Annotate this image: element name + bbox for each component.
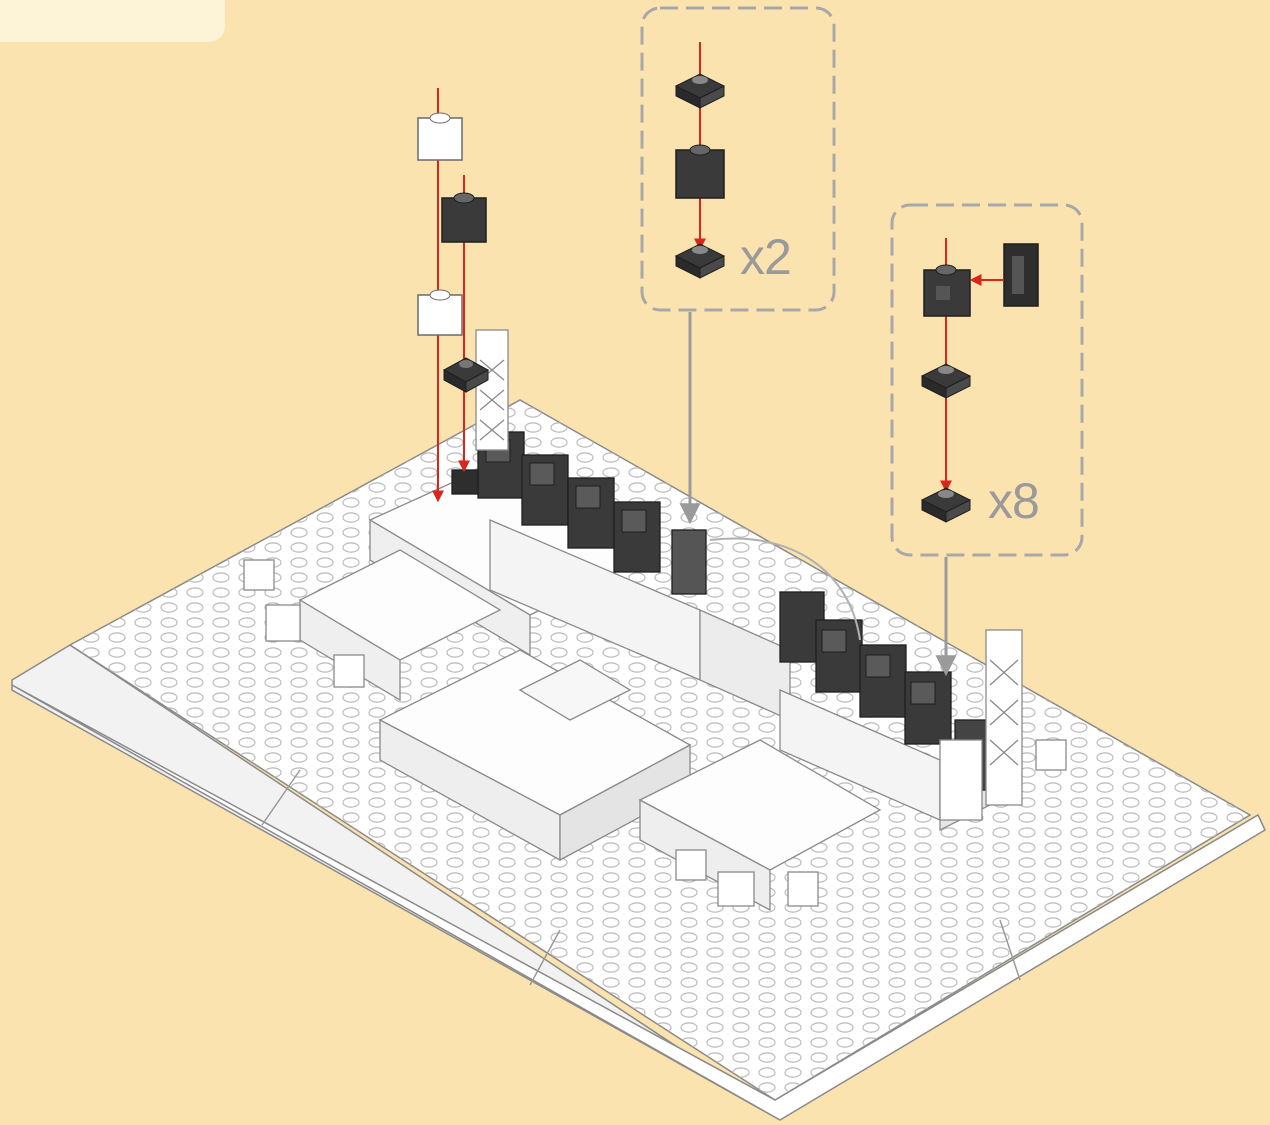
antenna-support-left [476,330,508,450]
white-brick-1x1-icon [418,290,462,335]
black-brick-1x1-icon [924,265,970,316]
callout-b-quantity: x8 [988,472,1039,530]
black-brick-1x1-icon [676,145,724,198]
black-plate-1x1-icon [922,364,970,398]
white-corner-brick [940,740,982,820]
callout-a [642,8,834,520]
black-bracket-icon [1004,244,1038,306]
black-plate-1x1-icon [676,244,724,278]
callout-a-quantity: x2 [740,228,791,286]
white-brick-1x1-icon [418,113,462,160]
black-plate-1x1-icon [676,74,724,108]
antenna-support-right [986,630,1022,805]
callout-b [892,205,1082,672]
black-brick-1x1-icon [442,193,486,242]
black-plate-1x1-icon [922,488,970,522]
